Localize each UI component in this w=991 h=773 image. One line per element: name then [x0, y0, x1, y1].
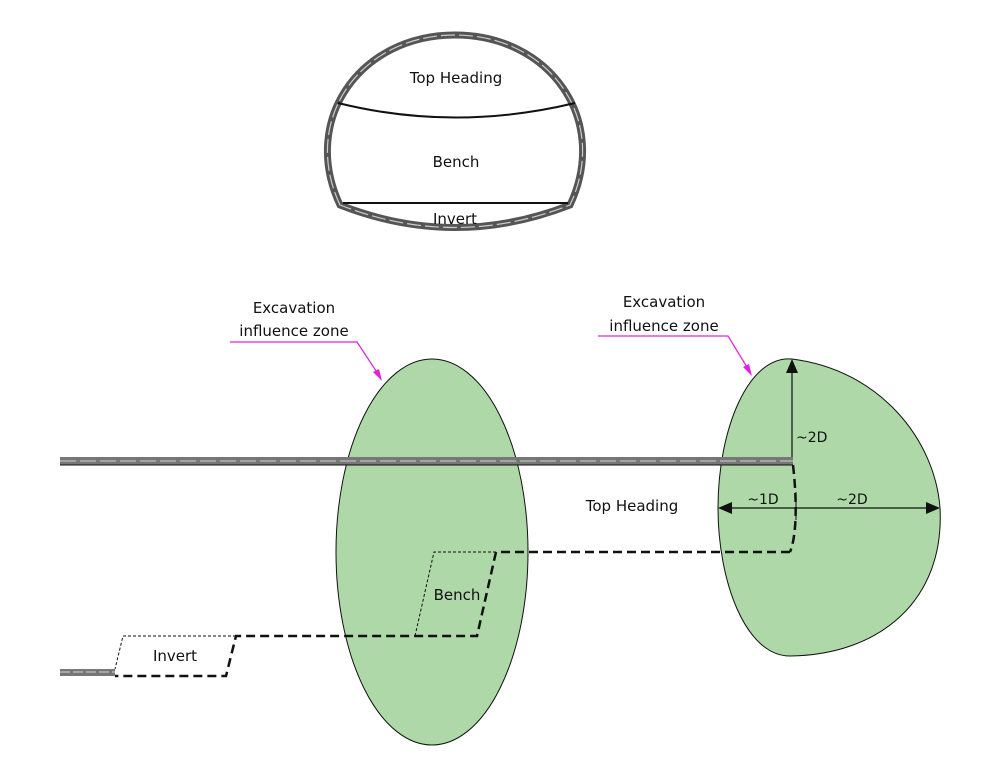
top-heading-floor [115, 550, 790, 678]
dim-back-label: ~1D [747, 492, 778, 508]
cross-section-outer-lining [323, 31, 587, 231]
longitudinal-section: Top Heading Bench Invert [60, 457, 797, 678]
left-zone-label-line2: influence zone [239, 322, 348, 340]
longitudinal-invert-label: Invert [153, 647, 197, 665]
invert-step-outline [114, 635, 236, 670]
right-zone-leader [598, 335, 751, 373]
right-zone-leader-arrowhead [743, 364, 752, 376]
longitudinal-top-heading-label: Top Heading [585, 497, 679, 515]
left-excavation-influence-zone [335, 358, 529, 746]
right-zone-callout: Excavation influence zone [598, 293, 752, 376]
right-zone-label-line1: Excavation [623, 293, 705, 311]
cross-section-top-heading-label: Top Heading [409, 69, 503, 87]
dim-ahead-arrowhead [926, 502, 940, 514]
right-zone-label-line2: influence zone [609, 317, 718, 335]
top-heading-bench-boundary [337, 102, 576, 119]
dim-up-arrowhead [786, 359, 798, 373]
dim-back-arrowhead [718, 502, 732, 514]
dim-ahead-label: ~2D [836, 492, 867, 508]
left-zone-label-line1: Excavation [253, 299, 335, 317]
bench-step-outline [414, 551, 496, 637]
cross-section-bench-label: Bench [433, 153, 480, 171]
left-zone-callout: Excavation influence zone [230, 299, 382, 381]
left-zone-leader-arrowhead [373, 369, 382, 381]
cross-section-invert-label: Invert [433, 210, 477, 228]
dimension-lines: ~2D ~1D ~2D [718, 359, 940, 520]
tunnel-cross-section: Top Heading Bench Invert [323, 31, 587, 231]
dim-up-label: ~2D [796, 430, 827, 446]
longitudinal-bench-label: Bench [434, 586, 481, 604]
left-zone-leader [230, 341, 381, 378]
cross-section-lining-dashes [326, 34, 584, 229]
